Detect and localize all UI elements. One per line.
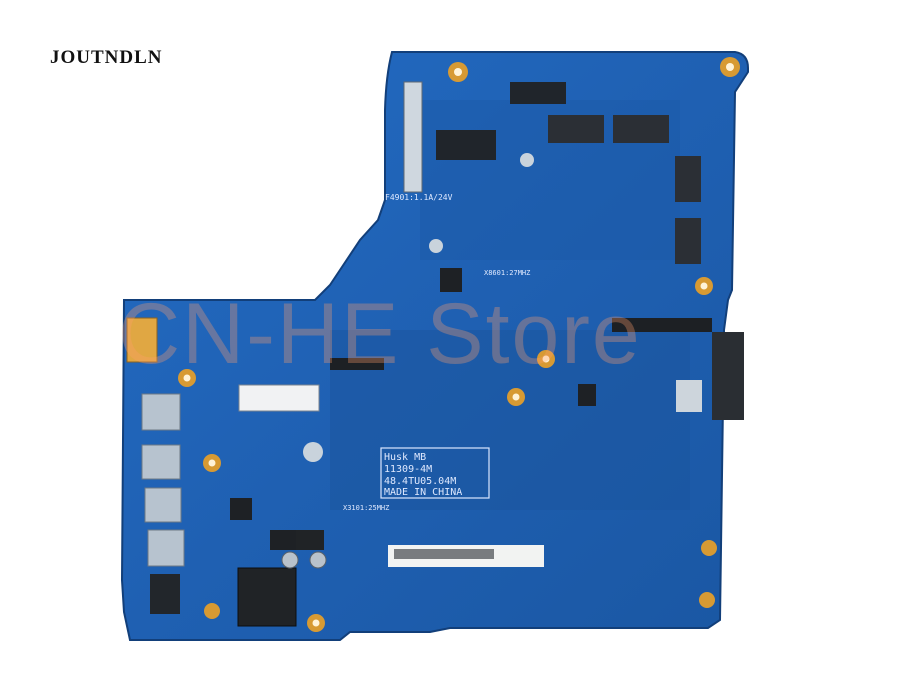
mount-hole bbox=[183, 374, 191, 382]
lvds-connector bbox=[403, 81, 423, 193]
inductor bbox=[296, 530, 324, 550]
trace-region bbox=[330, 330, 690, 510]
store-watermark: CN-HE Store bbox=[118, 286, 642, 382]
ethernet-port bbox=[147, 529, 185, 567]
chip bbox=[440, 268, 462, 292]
board-name-line: Husk MB bbox=[384, 452, 426, 463]
mount-hole bbox=[204, 603, 220, 619]
mount-hole bbox=[520, 153, 534, 167]
chip bbox=[578, 384, 596, 406]
chip bbox=[675, 218, 701, 264]
mount-hole bbox=[429, 239, 443, 253]
barcode bbox=[394, 549, 494, 559]
sata-connector bbox=[712, 332, 744, 420]
mount-hole bbox=[700, 282, 708, 290]
m2-slot bbox=[238, 384, 320, 412]
fpc-connector bbox=[330, 358, 384, 370]
usb-port bbox=[141, 444, 181, 480]
chip bbox=[230, 498, 252, 520]
board-name-line: MADE IN CHINA bbox=[384, 487, 462, 498]
capacitor bbox=[281, 551, 299, 569]
crystal-silkscreen: X3101:25MHZ bbox=[343, 504, 389, 512]
crystal-silkscreen: X8601:27MHZ bbox=[484, 269, 530, 277]
chip bbox=[548, 115, 604, 143]
mount-hole bbox=[303, 442, 323, 462]
chip bbox=[613, 115, 669, 143]
sd-card-slot bbox=[237, 567, 297, 627]
mount-hole bbox=[699, 592, 715, 608]
board-name-line: 11309-4M bbox=[384, 464, 432, 475]
chip bbox=[270, 530, 296, 550]
chip bbox=[675, 156, 701, 202]
mount-hole bbox=[701, 540, 717, 556]
capacitor bbox=[309, 551, 327, 569]
mount-hole bbox=[312, 619, 320, 627]
chip bbox=[510, 82, 566, 104]
fpc-connector bbox=[612, 318, 712, 332]
audio-jack bbox=[150, 574, 180, 614]
board-name-frame bbox=[380, 447, 490, 499]
usb-port bbox=[141, 393, 181, 431]
mount-hole bbox=[208, 459, 216, 467]
chip bbox=[436, 130, 496, 160]
mount-hole bbox=[542, 355, 550, 363]
fuse-silkscreen: F4901:1.1A/24V bbox=[385, 193, 453, 202]
mount-hole bbox=[512, 393, 520, 401]
mount-hole bbox=[726, 63, 734, 71]
mount-hole bbox=[454, 68, 462, 76]
usb-port bbox=[144, 487, 182, 523]
fpc-connector bbox=[676, 380, 702, 412]
brand-logo-text: JOUTNDLN bbox=[50, 47, 163, 68]
hdmi-port bbox=[126, 317, 158, 363]
board-name-line: 48.4TU05.04M bbox=[384, 476, 456, 487]
